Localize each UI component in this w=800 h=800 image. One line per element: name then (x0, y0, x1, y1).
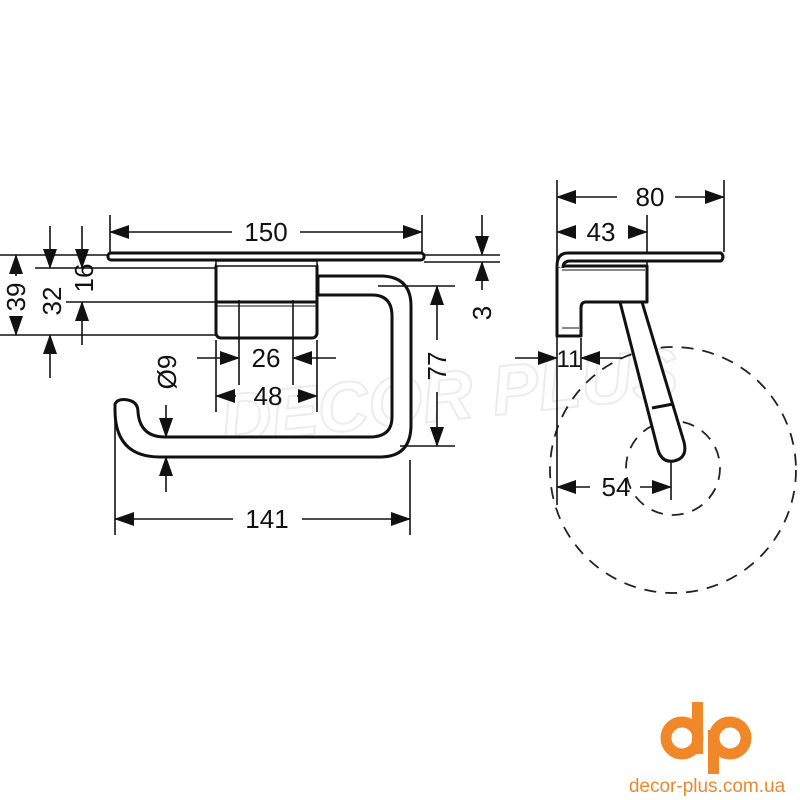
decor-plus-logo: decor-plus.com.ua (629, 702, 786, 797)
dim-26: 26 (252, 343, 281, 373)
dim-32: 32 (37, 287, 67, 316)
dim-141: 141 (245, 504, 288, 534)
dim-80: 80 (636, 182, 665, 212)
dim-48: 48 (254, 381, 283, 411)
dim-43: 43 (587, 217, 616, 247)
wall-mount-block (214, 260, 319, 340)
roll-outer-circle (549, 346, 797, 594)
holder-ring (113, 274, 413, 459)
side-view: 80 43 11 54 (515, 180, 797, 594)
logo-url: decor-plus.com.ua (629, 776, 786, 797)
dim-39: 39 (1, 283, 31, 312)
front-view: 150 39 32 16 26 48 Ø9 141 77 (0, 215, 500, 535)
dim-54: 54 (602, 472, 631, 502)
dim-77: 77 (422, 352, 452, 381)
dim-rod-diameter: Ø9 (152, 355, 182, 390)
dim-16: 16 (69, 264, 99, 293)
side-arm (618, 300, 687, 463)
dim-150: 150 (244, 217, 287, 247)
dim-11: 11 (557, 346, 582, 373)
side-plate (555, 251, 725, 269)
shelf-plate (106, 251, 426, 262)
side-bracket (555, 264, 649, 338)
dim-3: 3 (467, 306, 497, 320)
